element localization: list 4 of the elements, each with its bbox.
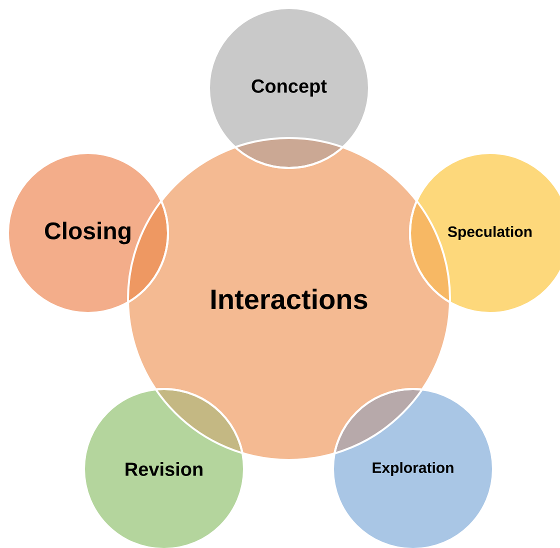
node-label: Concept [252,79,327,97]
circle-node: Closing [7,152,169,314]
node-label: Exploration [372,462,454,476]
node-label: Revision [126,462,202,476]
